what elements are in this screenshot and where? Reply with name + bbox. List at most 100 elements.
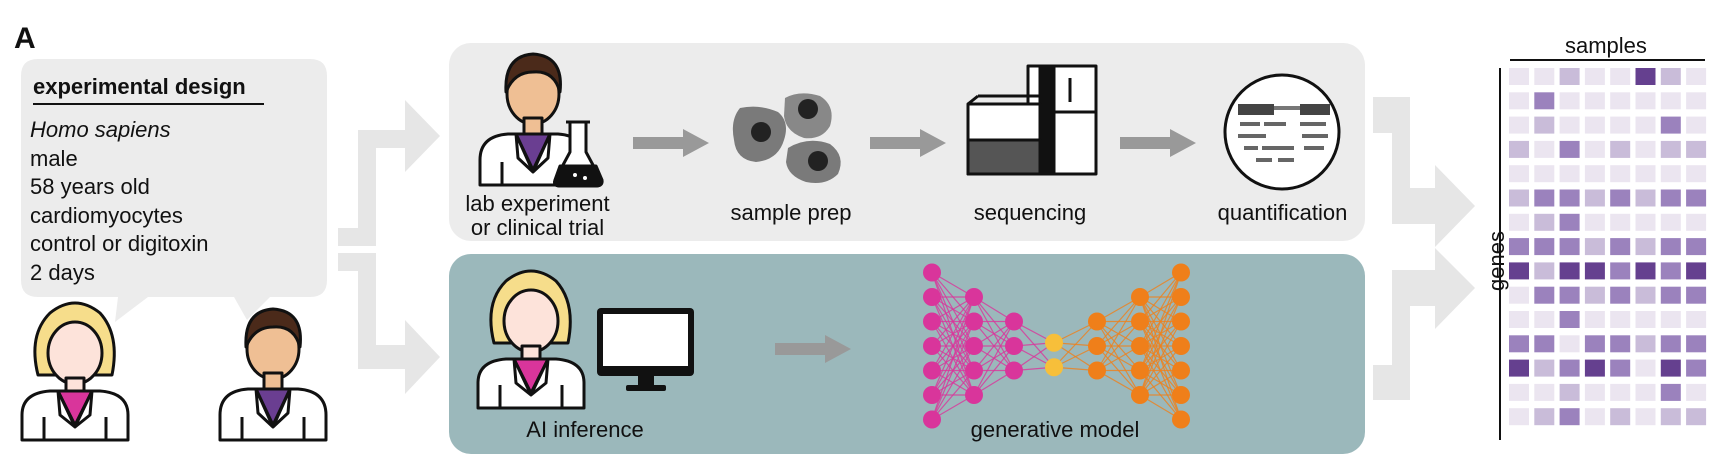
nn-edge bbox=[931, 296, 975, 347]
heatmap-cell bbox=[1559, 189, 1580, 207]
nn-node bbox=[965, 312, 983, 331]
heatmap-cell bbox=[1559, 238, 1580, 256]
heatmap-cell bbox=[1509, 262, 1529, 280]
heatmap-cell bbox=[1660, 238, 1681, 256]
heatmap-cell bbox=[1610, 311, 1631, 328]
nn-edge bbox=[973, 321, 1015, 371]
lab-experiment-label-line1: lab experiment bbox=[465, 191, 610, 216]
nn-node bbox=[1172, 337, 1190, 355]
ai-inference-label: AI inference bbox=[526, 417, 644, 442]
heatmap-cell bbox=[1584, 238, 1605, 256]
heatmap-cell bbox=[1509, 383, 1529, 401]
heatmap-cell bbox=[1534, 92, 1555, 110]
heatmap-cell bbox=[1610, 116, 1631, 134]
heatmap-cell bbox=[1559, 262, 1580, 280]
heatmap-cell bbox=[1686, 68, 1707, 85]
nn-edge bbox=[931, 321, 975, 420]
heatmap-cell bbox=[1660, 359, 1681, 377]
heatmap-cell bbox=[1686, 116, 1707, 134]
nn-edge bbox=[1053, 321, 1098, 368]
heatmap-cell bbox=[1610, 286, 1631, 304]
heatmap-cell bbox=[1534, 238, 1555, 256]
heatmap-cell bbox=[1635, 238, 1656, 256]
heatmap-cell bbox=[1686, 408, 1707, 426]
heatmap-cell bbox=[1509, 92, 1529, 110]
heatmap-cell bbox=[1635, 165, 1656, 183]
nn-node bbox=[1005, 361, 1023, 380]
sequencer-icon bbox=[966, 64, 1098, 176]
heatmap-cell bbox=[1686, 311, 1707, 328]
heatmap-cell bbox=[1559, 140, 1580, 158]
nn-node bbox=[1131, 312, 1149, 331]
heatmap-cell bbox=[1660, 165, 1681, 183]
heatmap-cell bbox=[1584, 383, 1605, 401]
heatmap-cell bbox=[1559, 383, 1580, 401]
heatmap-cell bbox=[1534, 140, 1555, 158]
heatmap-cell bbox=[1534, 165, 1555, 183]
heatmap-cell bbox=[1584, 286, 1605, 304]
heatmap-cell bbox=[1660, 262, 1681, 280]
samples-label: samples bbox=[1565, 33, 1647, 58]
heatmap-cell bbox=[1635, 262, 1656, 280]
heatmap-cell bbox=[1635, 383, 1656, 401]
heatmap-cell bbox=[1559, 408, 1580, 426]
heatmap-cell bbox=[1660, 116, 1681, 134]
nn-edge bbox=[1139, 296, 1182, 396]
heatmap-cell bbox=[1686, 213, 1707, 231]
heatmap-cell bbox=[1686, 140, 1707, 158]
heatmap-cell bbox=[1660, 68, 1681, 85]
heatmap-cell bbox=[1610, 189, 1631, 207]
heatmap-cell bbox=[1584, 140, 1605, 158]
heatmap-cell bbox=[1534, 68, 1555, 85]
heatmap-cell bbox=[1660, 311, 1681, 328]
nn-node bbox=[965, 361, 983, 380]
heatmap-cell bbox=[1584, 262, 1605, 280]
heatmap-cell bbox=[1686, 335, 1707, 353]
cells-icon bbox=[732, 93, 841, 183]
nn-edge bbox=[973, 321, 1015, 396]
heatmap-cell bbox=[1509, 335, 1529, 353]
lab-experiment-label-line2: or clinical trial bbox=[470, 215, 605, 240]
heatmap-cell bbox=[1559, 68, 1580, 85]
heatmap-cell bbox=[1660, 189, 1681, 207]
heatmap-cell bbox=[1660, 213, 1681, 231]
heatmap-cell bbox=[1509, 68, 1529, 85]
heatmap-cell bbox=[1584, 116, 1605, 134]
heatmap-cell bbox=[1509, 116, 1529, 134]
heatmap-cell bbox=[1610, 92, 1631, 110]
heatmap-cell bbox=[1610, 408, 1631, 426]
nn-node bbox=[1045, 333, 1063, 352]
expression-matrix bbox=[1499, 59, 1707, 440]
heatmap-cell bbox=[1686, 359, 1707, 377]
heatmap-cell bbox=[1686, 92, 1707, 110]
design-cell-type: cardiomyocytes bbox=[30, 202, 183, 228]
heatmap-cell bbox=[1584, 311, 1605, 328]
heatmap-cell bbox=[1584, 68, 1605, 85]
quantification-gel-icon bbox=[1223, 73, 1341, 191]
nn-node bbox=[1045, 358, 1063, 377]
heatmap-cell bbox=[1534, 335, 1555, 353]
heatmap-cell bbox=[1559, 92, 1580, 110]
design-bubble bbox=[21, 59, 327, 322]
heatmap-cell bbox=[1559, 335, 1580, 353]
nn-node bbox=[923, 361, 941, 380]
nn-node bbox=[1088, 337, 1106, 355]
heatmap-cell bbox=[1610, 140, 1631, 158]
heatmap-cell bbox=[1509, 189, 1529, 207]
design-sex: male bbox=[30, 145, 78, 171]
nn-edge bbox=[1096, 296, 1141, 371]
heatmap-cell bbox=[1686, 262, 1707, 280]
nn-node bbox=[923, 288, 941, 306]
heatmap-cell bbox=[1635, 408, 1656, 426]
heatmap-cell bbox=[1559, 116, 1580, 134]
nn-edge bbox=[931, 296, 975, 396]
nn-node bbox=[1088, 361, 1106, 380]
ai-scientist-icon bbox=[476, 269, 586, 410]
nn-node bbox=[1172, 361, 1190, 380]
nn-node bbox=[1172, 386, 1190, 404]
heatmap-cell bbox=[1534, 189, 1555, 207]
lab-experiment-label: lab experiment or clinical trial bbox=[455, 192, 620, 240]
design-details: Homo sapiens male 58 years old cardiomyo… bbox=[30, 116, 209, 288]
heatmap-cell bbox=[1635, 68, 1656, 85]
